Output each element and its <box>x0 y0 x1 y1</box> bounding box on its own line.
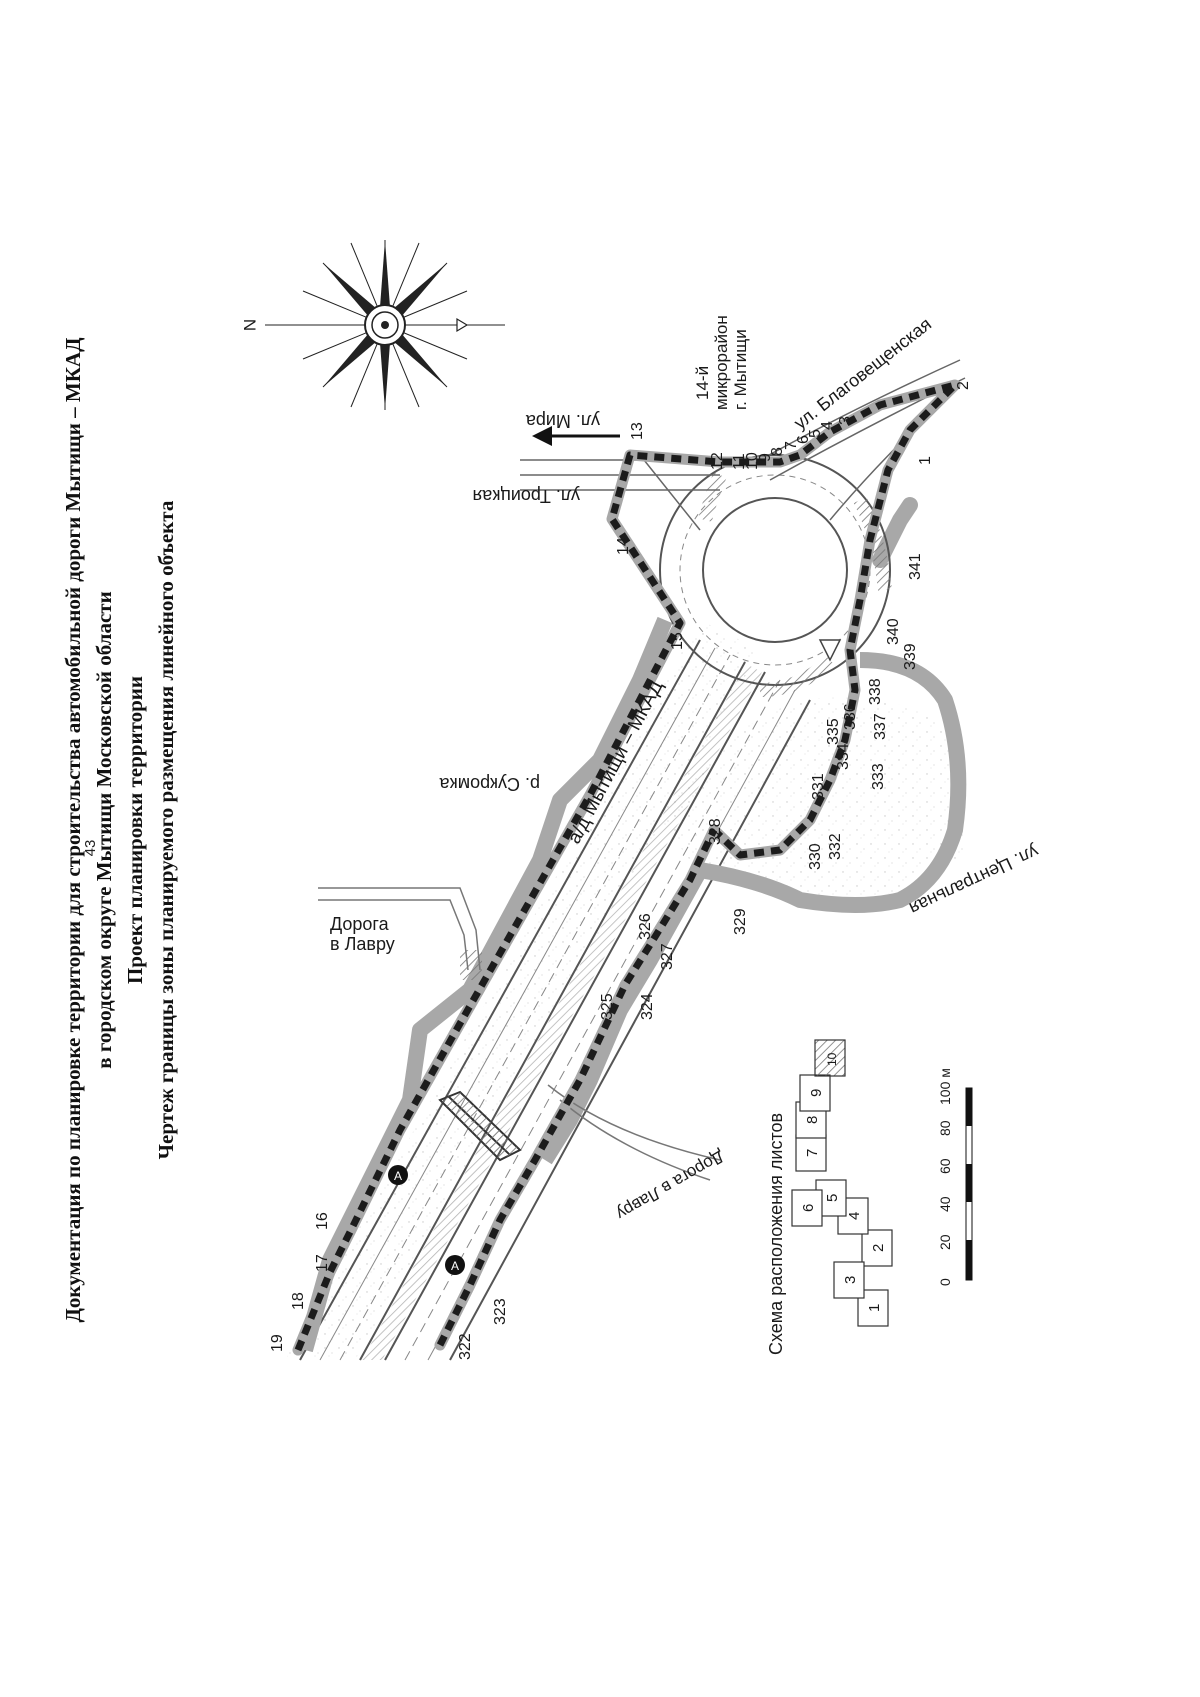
highway <box>285 620 811 1361</box>
inset-title: Схема расположения листов <box>766 1113 786 1355</box>
lavra-road-label-2: в Лавру <box>330 934 395 954</box>
scale-tick: 60 <box>937 1158 953 1174</box>
point-number: 326 <box>637 913 654 940</box>
sheet-layout-inset: Схема расположения листов 1 2 3 4 5 6 <box>766 1039 893 1355</box>
sheet-number: 2 <box>870 1244 887 1252</box>
point-number: 8 <box>769 447 786 456</box>
compass-rose-icon: N <box>240 240 505 410</box>
bus-stop-letter: A <box>451 1259 459 1273</box>
scale-tick: 80 <box>937 1120 953 1136</box>
sheet-number: 3 <box>842 1276 859 1284</box>
sheet-number: 10 <box>825 1052 839 1066</box>
bus-stop-letter: A <box>394 1169 402 1183</box>
point-number: 329 <box>732 908 749 935</box>
sheet-number: 8 <box>804 1116 821 1124</box>
point-number: 330 <box>807 843 824 870</box>
scale-tick: 20 <box>937 1234 953 1250</box>
point-number: 323 <box>492 1298 509 1325</box>
point-number: 325 <box>599 993 616 1020</box>
zone-boundary <box>292 379 961 1356</box>
point-number: 338 <box>867 678 884 705</box>
sheet-number: 1 <box>866 1304 883 1312</box>
point-number: 15 <box>669 632 686 650</box>
point-number: 11 <box>731 453 748 470</box>
point-number: 10 <box>744 452 761 470</box>
point-number: 331 <box>810 773 827 800</box>
point-number: 16 <box>314 1212 331 1230</box>
point-number-labels: 1 2 3 4 5 6 7 8 9 10 11 12 13 14 15 16 1… <box>269 381 972 1360</box>
point-number: 7 <box>783 441 800 450</box>
district-line-3: г. Мытищи <box>731 329 750 410</box>
sheet-number: 6 <box>800 1204 817 1212</box>
point-number: 339 <box>902 643 919 670</box>
point-number: 322 <box>457 1333 474 1360</box>
point-number: 328 <box>707 818 724 845</box>
roundabout <box>659 454 892 697</box>
point-number: 334 <box>835 743 852 770</box>
mira-arrow-icon <box>532 426 620 446</box>
point-number: 337 <box>872 713 889 740</box>
bridge <box>438 1090 522 1162</box>
lavra-road-lower <box>547 1084 721 1181</box>
sheet-number: 4 <box>846 1212 863 1220</box>
sheet-box-2 <box>861 1229 893 1267</box>
lavra-road-label-lower: Дорога в Лавру <box>613 1147 728 1224</box>
point-number: 332 <box>827 833 844 860</box>
bus-stop-sign-lower: A <box>445 1255 465 1275</box>
sheet-number: 7 <box>804 1149 821 1157</box>
point-number: 335 <box>825 718 842 745</box>
district-line-2: микрорайон <box>712 315 731 410</box>
sheet-number: 9 <box>808 1089 825 1097</box>
point-number: 324 <box>639 993 656 1020</box>
point-number: 12 <box>709 452 726 470</box>
sheet-box-3 <box>833 1261 865 1299</box>
point-number: 3 <box>837 416 854 425</box>
right-side-band <box>538 652 967 1165</box>
bus-stop-sign-upper: A <box>388 1165 408 1185</box>
point-number: 4 <box>819 421 836 430</box>
sheet-box-9 <box>799 1074 831 1112</box>
district-line-1: 14-й <box>693 366 712 400</box>
point-number: 340 <box>885 618 902 645</box>
point-number: 9 <box>757 453 774 462</box>
point-number: 2 <box>955 381 972 390</box>
point-number: 1 <box>917 456 934 465</box>
scale-tick: 40 <box>937 1196 953 1212</box>
river-label: р. Сукромка <box>438 774 540 794</box>
mira-street-label: ул. Мира <box>525 411 600 431</box>
point-number: 327 <box>659 943 676 970</box>
lavra-road-label-1: Дорога <box>330 914 390 934</box>
point-number: 17 <box>314 1254 331 1272</box>
scale-unit: 100 м <box>937 1068 953 1105</box>
compass-north-label: N <box>240 319 259 331</box>
sheet-box-10 <box>814 1039 846 1077</box>
point-number: 18 <box>290 1292 307 1310</box>
sheet-number: 5 <box>824 1194 841 1202</box>
point-number: 5 <box>807 429 824 438</box>
point-number: 6 <box>795 435 812 444</box>
scale-bar: 100 м 80 60 40 20 0 <box>937 1068 973 1286</box>
point-number: 14 <box>615 537 632 555</box>
point-number: 13 <box>629 422 646 440</box>
troitskaya-street-label: ул. Троицкая <box>472 486 580 506</box>
point-number: 336 <box>842 703 859 730</box>
sheet-box-6 <box>791 1189 823 1227</box>
point-number: 341 <box>907 553 924 580</box>
scale-tick: 0 <box>937 1278 953 1286</box>
lavra-road-upper <box>318 887 482 980</box>
point-number: 333 <box>870 763 887 790</box>
point-number: 19 <box>269 1334 286 1352</box>
